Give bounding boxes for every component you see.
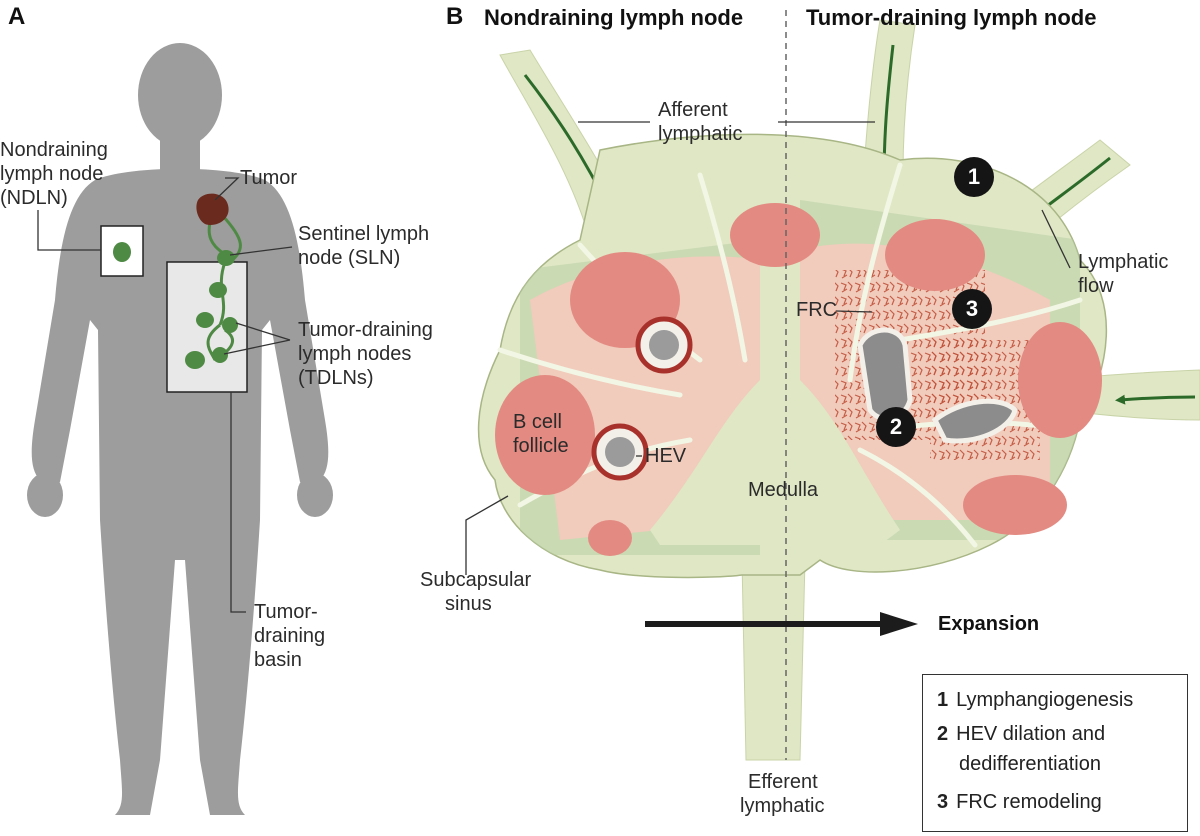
legend-item: 3 FRC remodeling	[937, 789, 1102, 815]
hev-normal	[591, 316, 693, 481]
frc-label: FRC	[796, 299, 838, 321]
expansion-label: Expansion	[938, 613, 1040, 635]
human-silhouette	[27, 43, 333, 815]
basin-label-2: draining	[254, 625, 326, 647]
badge-3: 3	[952, 289, 992, 329]
ndln-box	[100, 225, 144, 277]
panel-b-label: B	[446, 3, 464, 30]
subcapsular-label-2: sinus	[445, 593, 492, 615]
b-cell-label-1: B cell	[513, 411, 562, 433]
legend-text: HEV dilation and	[956, 723, 1106, 745]
tdln-label-2: lymph nodes	[298, 343, 412, 365]
badge-2: 2	[876, 407, 916, 447]
tdln-label-1: Tumor-draining	[298, 319, 433, 341]
afferent-label-2: lymphatic	[658, 123, 743, 145]
afferent-label-1: Afferent	[658, 99, 728, 121]
legend-number: 2	[937, 723, 949, 745]
legend-box: 1 Lymphangiogenesis 2 HEV dilation and ded…	[922, 674, 1188, 832]
leaders-a	[37, 177, 293, 613]
lymphatic-flow-label-2: flow	[1078, 275, 1114, 297]
b-cell-label-2: follicle	[513, 435, 569, 457]
legend-item: 2 HEV dilation and	[937, 721, 1105, 747]
legend-number: 3	[937, 791, 949, 813]
tdln-label-3: (TDLNs)	[298, 367, 374, 389]
legend-number: 1	[937, 689, 949, 711]
heading-draining: Tumor-draining lymph node	[806, 5, 1097, 30]
efferent-label-2: lymphatic	[740, 795, 825, 817]
basin-label-3: basin	[254, 649, 302, 671]
heading-nondraining: Nondraining lymph node	[484, 5, 744, 30]
hev-label: HEV	[645, 445, 687, 467]
sln-label-1: Sentinel lymph	[298, 223, 430, 245]
lymphatic-flow-label-1: Lymphatic	[1078, 251, 1169, 273]
sln-label-2: node (SLN)	[298, 247, 401, 269]
legend-text: dedifferentiation	[959, 753, 1101, 775]
legend-item: dedifferentiation	[959, 751, 1101, 777]
ndln-node	[113, 242, 131, 262]
subcapsular-label-1: Subcapsular	[420, 569, 532, 591]
badge-1: 1	[954, 157, 994, 197]
ndln-label-2: lymph node	[0, 163, 104, 185]
basin-label-1: Tumor-	[254, 601, 318, 623]
panel-a-label: A	[8, 3, 26, 30]
tumor-mass	[196, 193, 229, 226]
medulla	[650, 380, 900, 545]
legend-item: 1 Lymphangiogenesis	[937, 687, 1133, 713]
ndln-label-3: (NDLN)	[0, 187, 68, 209]
efferent-label-1: Efferent	[748, 771, 818, 793]
expansion-arrow-head	[880, 612, 918, 636]
hev-dilated	[857, 327, 1018, 444]
tdln-nodes	[185, 250, 238, 369]
legend-text: Lymphangiogenesis	[956, 689, 1134, 711]
leaders-b	[465, 121, 1071, 575]
legend-text: FRC remodeling	[956, 791, 1102, 813]
medulla-label: Medulla	[748, 479, 819, 501]
ndln-label-1: Nondraining	[0, 139, 108, 161]
tumor-label: Tumor	[240, 167, 298, 189]
